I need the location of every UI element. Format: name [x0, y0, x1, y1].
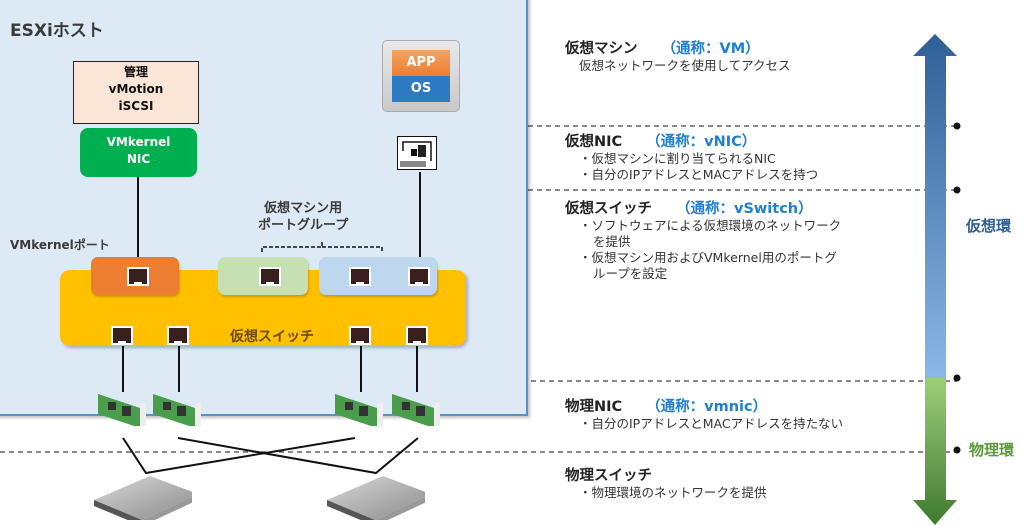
- virtual-nic-icon: [397, 136, 437, 170]
- desc-virtual-machine: 仮想マシン （通称：VM） 仮想ネットワークを使用してアクセス: [565, 37, 791, 74]
- desc-title: 物理NIC: [565, 399, 623, 415]
- uplink-port-icon: [406, 326, 428, 345]
- desc-line: ・自分のIPアドレスとMACアドレスを持つ: [579, 167, 819, 182]
- physical-environment-label: 物理環: [969, 441, 1015, 459]
- vmkernel-port-label: VMkernelポート: [10, 238, 110, 252]
- virtual-arrow-up: [913, 34, 957, 378]
- desc-virtual-switch: 仮想スイッチ （通称：vSwitch） ・ソフトウェアによる仮想環境のネットワーク…: [565, 197, 841, 282]
- separator-dot: [953, 122, 961, 130]
- desc-line: ・仮想マシンに割り当てられるNIC: [579, 151, 776, 166]
- desc-line: ループを設定: [593, 266, 668, 281]
- ethernet-port-icon: [127, 267, 149, 286]
- service-vmotion: vMotion: [108, 82, 164, 96]
- desc-line: ・仮想マシン用およびVMkernel用のポートグ: [579, 250, 837, 265]
- ethernet-port-icon: [259, 267, 281, 286]
- vmkernel-services-box: 管理 vMotion iSCSI: [73, 61, 199, 124]
- desc-title: 仮想マシン: [565, 41, 638, 57]
- desc-title: 仮想NIC: [565, 134, 623, 150]
- ethernet-port-icon: [408, 267, 430, 286]
- vmkernel-nic-label: VMkernel: [106, 135, 171, 149]
- physical-nic-icon: [153, 394, 201, 426]
- desc-line: ・自分のIPアドレスとMACアドレスを持たない: [579, 416, 844, 431]
- desc-alias: （通称：vSwitch）: [676, 201, 813, 217]
- physical-arrow-down: [913, 378, 957, 525]
- physical-nic-icon: [392, 394, 440, 426]
- physical-switch-icon: [94, 476, 192, 520]
- desc-line: ・ソフトウェアによる仮想環境のネットワーク: [579, 218, 842, 233]
- service-management: 管理: [123, 65, 148, 79]
- service-iscsi: iSCSI: [118, 99, 154, 113]
- desc-alias: （通称：VM）: [661, 41, 760, 57]
- uplink-port-icon: [349, 326, 371, 345]
- vmkernel-nic-label: NIC: [126, 152, 151, 166]
- desc-alias: （通称：vNIC）: [646, 134, 757, 150]
- vm-os-layer: OS: [392, 76, 450, 102]
- portgroup-label-line: ポートグループ: [258, 218, 349, 233]
- desc-title: 仮想スイッチ: [565, 201, 652, 217]
- physical-nic-icon: [98, 394, 146, 426]
- uplink-port-icon: [111, 326, 133, 345]
- desc-physical-switch: 物理スイッチ ・物理環境のネットワークを提供: [565, 464, 767, 501]
- desc-title: 物理スイッチ: [565, 468, 652, 484]
- ethernet-port-icon: [349, 267, 371, 286]
- desc-line: 仮想ネットワークを使用してアクセス: [579, 58, 791, 73]
- desc-line: ・物理環境のネットワークを提供: [579, 485, 767, 500]
- desc-alias: （通称：vmnic）: [646, 399, 768, 415]
- desc-virtual-nic: 仮想NIC （通称：vNIC） ・仮想マシンに割り当てられるNIC ・自分のIPア…: [565, 130, 818, 183]
- uplink-port-icon: [167, 326, 189, 345]
- separator-dot: [953, 374, 961, 382]
- vswitch-label: 仮想スイッチ: [230, 329, 314, 345]
- desc-line: を提供: [593, 234, 631, 249]
- desc-physical-nic: 物理NIC （通称：vmnic） ・自分のIPアドレスとMACアドレスを持たない: [565, 395, 843, 432]
- physical-nic-icon: [335, 394, 383, 426]
- physical-switch-icon: [327, 476, 425, 520]
- portgroup-label-line: 仮想マシン用: [264, 201, 343, 216]
- virtual-environment-label: 仮想環: [966, 217, 1012, 235]
- vmkernel-nic-box: VMkernel NIC: [80, 128, 197, 177]
- nic-card-icon: [400, 141, 432, 167]
- vm-app-layer: APP: [392, 50, 450, 76]
- separator-dot: [953, 186, 961, 194]
- environment-arrow: [913, 34, 957, 525]
- vm-portgroup-label: 仮想マシン用 ポートグループ: [258, 200, 348, 234]
- separator-dot: [953, 446, 961, 454]
- host-title: ESXiホスト: [10, 21, 104, 41]
- virtual-machine-icon: APP OS: [382, 40, 460, 112]
